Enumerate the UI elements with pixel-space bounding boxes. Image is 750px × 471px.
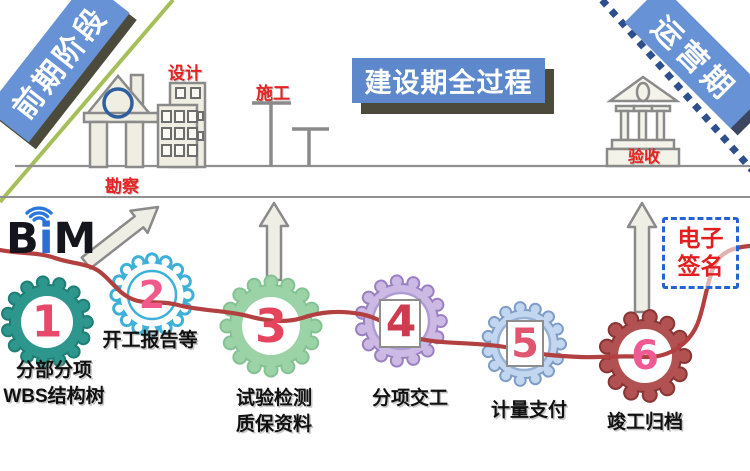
house-right-leg <box>124 120 145 169</box>
gear-label-3-line1: 试验检测 <box>235 388 313 409</box>
survey-house-icon <box>82 73 160 169</box>
construction-label: 施工 <box>256 84 290 103</box>
gear-label-6: 竣工归档 <box>607 410 683 436</box>
bim-letter-i: i <box>38 214 54 264</box>
bank-base <box>605 147 681 168</box>
survey-label: 勘察 <box>105 177 139 196</box>
gear-label-2-line1: 开工报告等 <box>102 330 198 351</box>
gear-3-hub <box>242 297 300 355</box>
bim-logo: BiM <box>6 218 96 261</box>
gear-number-6: 6 <box>631 333 659 379</box>
esignature-box: 电子 签名 <box>662 217 739 289</box>
gear-label-3-line2: 质保资料 <box>235 413 313 435</box>
bim-diagonal-arrow <box>80 205 160 270</box>
gear6-up-arrow <box>626 201 658 314</box>
survey-lens-icon <box>102 87 134 119</box>
bank-columns <box>614 104 672 142</box>
design-label: 设计 <box>168 64 202 83</box>
gear-label-3: 试验检测 质保资料 <box>236 386 312 437</box>
esign-line1: 电子 <box>677 225 724 252</box>
bim-letter-m: M <box>53 214 97 264</box>
gear-label-4-line1: 分项交工 <box>371 388 449 409</box>
gear-label-6-line1: 竣工归档 <box>606 412 684 433</box>
gear-number-4: 4 <box>385 296 417 348</box>
bank-oval <box>635 81 651 103</box>
gear-label-2: 开工报告等 <box>102 328 197 354</box>
green-divider-line <box>0 0 175 204</box>
gear-number-2: 2 <box>138 273 166 317</box>
gear-number-1: 1 <box>31 296 63 348</box>
gear-label-1-line2: WBS结构树 <box>3 385 105 407</box>
gear-number-3: 3 <box>254 299 288 353</box>
building-windows <box>161 87 204 157</box>
center-title-banner: 建设期全过程 <box>352 58 545 103</box>
document-icon-gear5 <box>506 320 544 367</box>
construction-cranes-icon <box>252 101 329 167</box>
gear3-up-arrow <box>258 201 290 282</box>
house-left-leg <box>88 120 109 169</box>
design-building-icon <box>156 81 207 169</box>
wifi-icon <box>25 206 53 222</box>
upload-arrows <box>80 201 658 314</box>
gear-label-5-line1: 计量支付 <box>490 400 568 421</box>
gear-label-4: 分项交工 <box>372 386 448 412</box>
dashed-divider-line <box>599 0 750 173</box>
bim-letter-b: B <box>6 214 39 264</box>
acceptance-label: 验收 <box>627 149 660 166</box>
gear-label-5: 计量支付 <box>491 398 567 424</box>
esign-line2: 签名 <box>677 253 724 279</box>
document-icon-gear4 <box>379 299 421 348</box>
gear-label-1-line1: 分部分项 <box>15 360 93 381</box>
gear-1-hub <box>21 296 73 348</box>
gear-number-5: 5 <box>511 321 539 367</box>
acceptance-bank-icon <box>605 75 681 168</box>
gear-label-1: 分部分项 WBS结构树 <box>3 358 104 409</box>
center-banner-label: 建设期全过程 <box>364 68 533 98</box>
